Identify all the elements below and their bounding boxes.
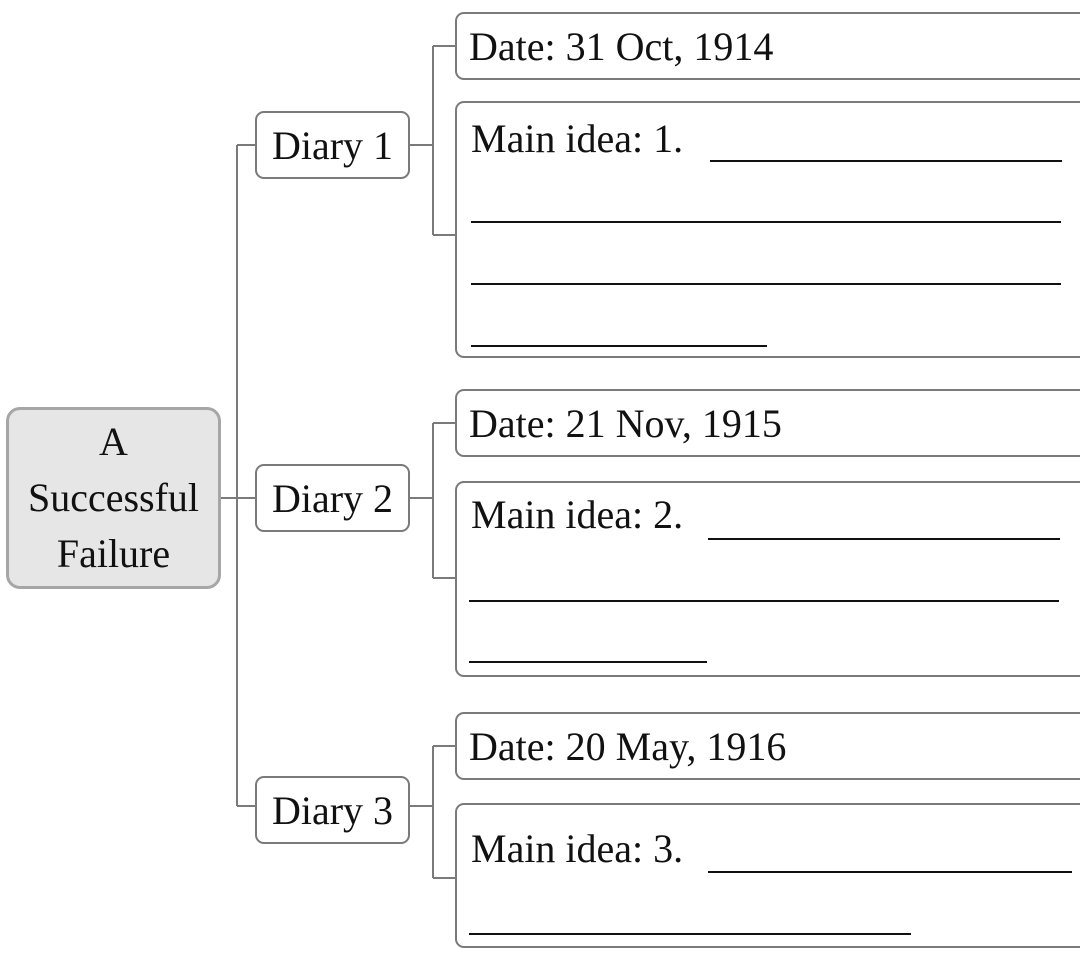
root-topic: A Successful Failure	[6, 407, 221, 589]
diary-1-node: Diary 1	[255, 111, 410, 179]
answer-blank-line	[469, 933, 911, 935]
answer-blank-line	[471, 221, 1061, 223]
diary-2-date-box: Date: 21 Nov, 1915	[455, 389, 1080, 457]
diary-3-label: Diary 3	[271, 787, 394, 833]
root-line-2: Successful	[27, 475, 200, 520]
answer-blank-line	[708, 538, 1060, 540]
answer-blank-line	[469, 600, 1059, 602]
diary1-connector	[410, 45, 455, 236]
diary-3-date: Date: 20 May, 1916	[469, 724, 787, 769]
diary2-connector	[410, 422, 455, 579]
answer-blank-line	[708, 871, 1072, 873]
answer-blank-line	[469, 661, 707, 663]
diary-1-main-idea-label: Main idea: 1.	[471, 116, 684, 161]
diary-3-date-box: Date: 20 May, 1916	[455, 712, 1080, 780]
diary-2-main-idea-box: Main idea: 2.	[455, 481, 1080, 677]
diary3-connector	[410, 745, 455, 879]
diary-1-main-idea-box: Main idea: 1.	[455, 101, 1080, 358]
diary-1-label: Diary 1	[271, 122, 394, 168]
answer-blank-line	[471, 345, 767, 347]
diary-2-main-idea-label: Main idea: 2.	[471, 492, 684, 537]
answer-blank-line	[471, 283, 1061, 285]
root-line-3: Failure	[56, 531, 171, 576]
diary-3-main-idea-label: Main idea: 3.	[471, 826, 684, 871]
diary-3-main-idea-box: Main idea: 3.	[455, 803, 1080, 948]
root-line-1: A	[99, 419, 128, 464]
diary-1-date: Date: 31 Oct, 1914	[469, 24, 774, 69]
answer-blank-line	[710, 160, 1062, 162]
diary-1-date-box: Date: 31 Oct, 1914	[455, 12, 1080, 80]
diary-2-date: Date: 21 Nov, 1915	[469, 401, 782, 446]
diary-2-label: Diary 2	[271, 475, 394, 521]
diary-2-node: Diary 2	[255, 464, 410, 532]
diary-3-node: Diary 3	[255, 776, 410, 844]
